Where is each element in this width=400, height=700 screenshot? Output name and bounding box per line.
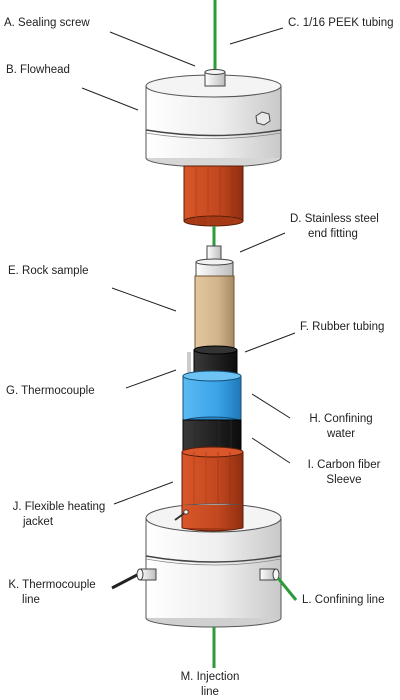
upper-orange-fitting (183, 165, 244, 227)
label-heating-jacket-line2: jacket (22, 516, 54, 528)
leader-i (251, 437, 291, 464)
label-sealing-screw: A. Sealing screw (4, 17, 90, 29)
leader-b (81, 87, 139, 111)
stainless-steel-end-fitting (195, 245, 234, 277)
leader-h (251, 393, 291, 419)
label-rock-sample: E. Rock sample (8, 265, 89, 277)
sealing-screw (204, 69, 226, 87)
label-flowhead: B. Flowhead (6, 64, 70, 76)
confining-water (182, 370, 242, 428)
label-injection-line-line1: M. Injection (180, 671, 240, 683)
label-heating-jacket-line1: J. Flexible heating (12, 501, 106, 513)
label-peek-tubing: C. 1/16 PEEK tubing (288, 17, 394, 29)
heating-jacket-foot (181, 505, 244, 532)
leader-e (111, 287, 177, 312)
leader-g (125, 369, 177, 389)
label-thermocouple: G. Thermocouple (6, 385, 95, 397)
label-confining-water-line1: H. Confining (309, 413, 373, 425)
thermocouple-line-port (111, 568, 157, 590)
label-thermocouple-line-line1: K. Thermocouple (8, 579, 96, 591)
flowhead (145, 74, 282, 168)
leader-d (239, 232, 286, 253)
confining-line-port (259, 568, 298, 601)
label-thermocouple-line-line2: line (22, 594, 40, 606)
leader-j (113, 481, 174, 505)
leader-c (229, 27, 284, 45)
label-confining-line: L. Confining line (302, 594, 385, 606)
flowhead-side-nut (255, 111, 271, 126)
label-injection-line-line2: line (201, 686, 219, 698)
label-confining-water-line2: water (326, 428, 356, 440)
label-rubber-tubing: F. Rubber tubing (300, 321, 385, 333)
label-carbon-fiber-line2: Sleeve (326, 474, 362, 486)
label-stainless-steel-line2: end fitting (308, 228, 358, 240)
label-carbon-fiber-line1: I. Carbon fiber (307, 459, 381, 471)
label-stainless-steel-line1: D. Stainless steel (290, 213, 379, 225)
leader-f (244, 332, 296, 353)
leader-a (109, 31, 196, 67)
rock-sample (194, 275, 235, 357)
base-flowhead (145, 503, 282, 628)
